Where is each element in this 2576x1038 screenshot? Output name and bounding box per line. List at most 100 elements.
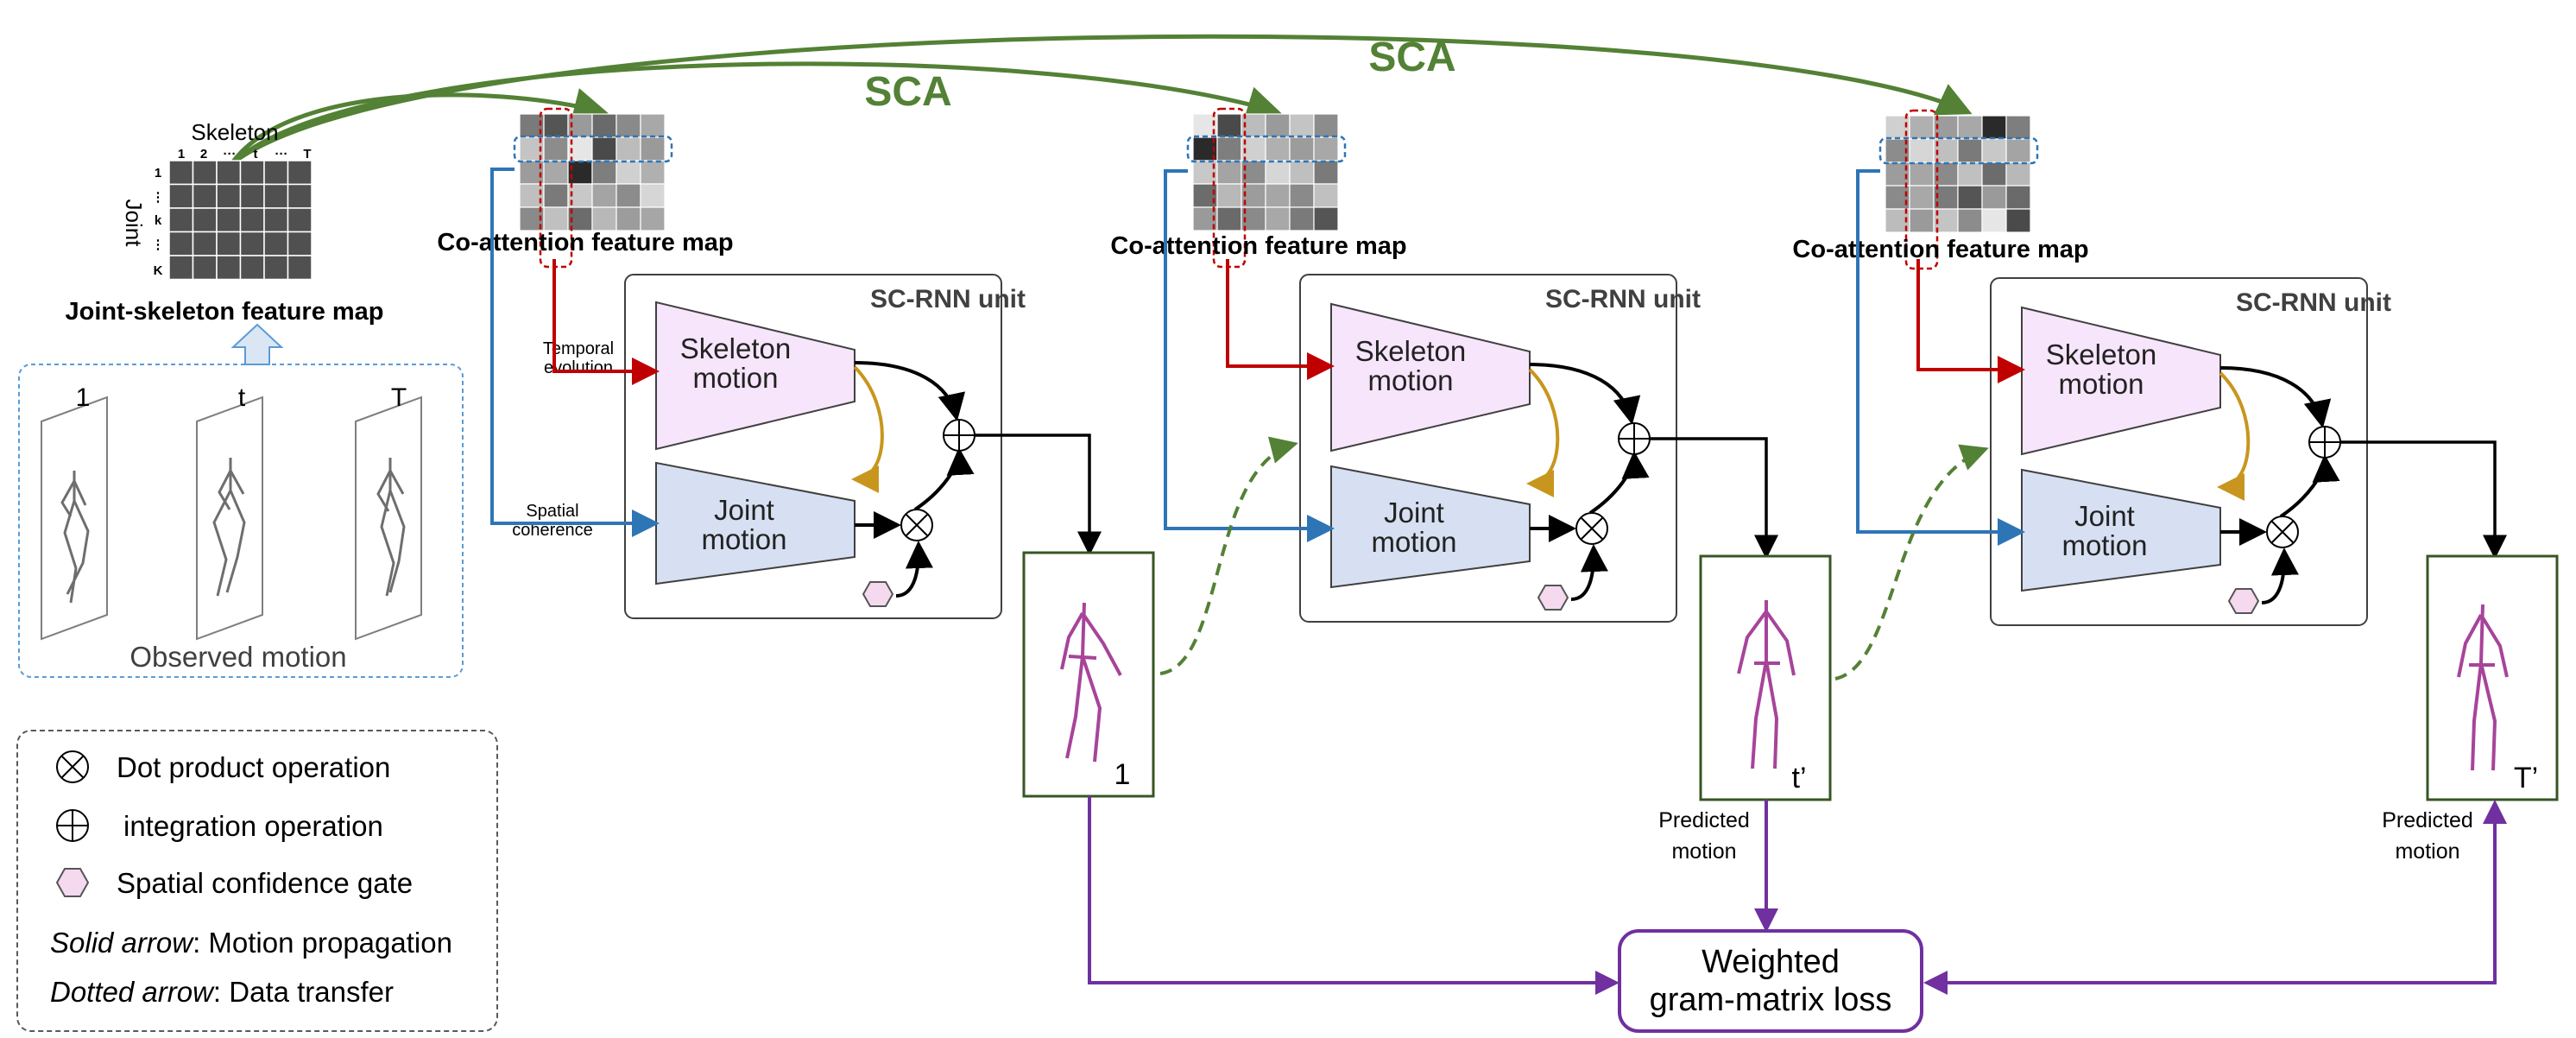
feature-cell [263, 231, 289, 256]
product-to-integration-arrow [2279, 454, 2340, 518]
coattention-cell [1216, 113, 1242, 138]
feature-cell [287, 255, 313, 281]
feature-cell [239, 160, 265, 186]
coattention-cell [543, 160, 569, 185]
skeleton-ticks: 1 2 ··· t ··· T [178, 147, 312, 161]
joint-skeleton-feature-map: Skeleton 1 2 ··· t ··· T Joint 1 ⋮ k ⋮ K… [65, 119, 383, 326]
coattention-cell [543, 113, 569, 138]
coattention-cell [1313, 113, 1339, 138]
feature-cell [168, 160, 194, 186]
skeleton-tick: 1 [178, 147, 185, 161]
sc-rnn-unit-title: SC-RNN unit [870, 285, 1026, 313]
feature-cell [239, 207, 265, 233]
feature-cell [192, 255, 218, 281]
feature-cell [239, 183, 265, 209]
feature-cell [192, 183, 218, 209]
coattention-cell [1241, 160, 1266, 185]
loss-arrow-to-loss-from-right [1923, 864, 2497, 995]
spatial-arrow-2 [1164, 169, 1335, 542]
coattention-cell [1265, 160, 1291, 185]
joint-tick: k [155, 213, 162, 228]
feature-cell [216, 231, 242, 256]
observed-frame-label-t: t [238, 383, 246, 412]
sc-rnn-unit-title: SC-RNN unit [2236, 288, 2391, 317]
coattention-cell [1957, 138, 1983, 163]
coattention-cell [1289, 136, 1315, 161]
joint-axis-label: Joint [121, 199, 147, 248]
feature-cell [287, 183, 313, 209]
feature-cell [168, 183, 194, 209]
coattention-cell [616, 113, 641, 138]
skeleton-motion-block [655, 301, 856, 451]
feature-cell [168, 207, 194, 233]
skeleton-motion-block [1330, 302, 1531, 453]
skeleton-tick: 2 [200, 147, 207, 161]
feature-cell [287, 231, 313, 256]
coattention-cell [640, 136, 666, 161]
coattention-cell [616, 160, 641, 185]
coattention-cell [591, 206, 617, 231]
coattention-cell [1885, 185, 1910, 210]
coattention-label-3: Co-attention feature map [1792, 236, 2088, 263]
feature-cell [216, 160, 242, 186]
dot-product-operator [1575, 512, 1608, 545]
feature-cell [239, 255, 265, 281]
coattention-cell [2005, 185, 2031, 210]
feature-cell [216, 255, 242, 281]
unit2-output-arrow [1650, 437, 1778, 560]
observed-motion-group: 1 t T Observed motion [18, 364, 464, 678]
coattention-cell [1981, 161, 2007, 187]
output-frame-t: t’ [1699, 554, 1832, 801]
coattention-cell [1957, 185, 1983, 210]
legend-integration-text: integration operation [123, 810, 383, 842]
gate-to-product-arrow [895, 541, 933, 598]
output-frame-1: 1 [1022, 551, 1155, 798]
observed-frame-label-1: 1 [76, 383, 91, 412]
integration-legend-icon [56, 809, 89, 842]
coattention-cell [591, 183, 617, 208]
row-highlight [513, 135, 673, 163]
coattention-cell [1265, 136, 1291, 161]
observed-frame-label-T: T [391, 383, 407, 412]
coattention-cell [640, 183, 666, 208]
sca-arcs [229, 34, 1973, 166]
spatial-arrow-3 [1856, 169, 2025, 546]
feedback-arrow [1526, 368, 1560, 497]
column-highlight [1904, 109, 1939, 270]
observed-frame-1 [41, 396, 108, 641]
coattention-label-2: Co-attention feature map [1110, 232, 1406, 260]
coattention-cell [1216, 136, 1242, 161]
spatial-confidence-gate [862, 581, 894, 607]
coattention-cell [1313, 183, 1339, 208]
output-label-1: 1 [1114, 758, 1131, 791]
joint-tick: K [154, 263, 163, 278]
coattention-cell [2005, 208, 2031, 233]
coattention-cell [640, 113, 666, 138]
feature-cell [192, 231, 218, 256]
coattention-map-2 [1186, 107, 1347, 269]
integration-operator [1618, 422, 1651, 455]
gate-to-product-arrow [2261, 547, 2299, 604]
integration-operator [943, 419, 975, 452]
data-transfer-arrow-1 [1159, 436, 1298, 675]
sca-label-1: SCA [864, 69, 951, 115]
feature-cell [168, 255, 194, 281]
coattention-cell [1957, 161, 1983, 187]
coattention-cell [1909, 138, 1935, 163]
row-highlight [1186, 135, 1347, 163]
coattention-cell [1289, 206, 1315, 231]
coattention-cell [1216, 206, 1242, 231]
gate-to-product-arrow [1570, 544, 1608, 601]
coattention-label-1: Co-attention feature map [437, 229, 733, 256]
legend-box [16, 730, 498, 1032]
skeleton-axis-label: Skeleton [191, 119, 278, 145]
spatial-arrow-1 [490, 168, 660, 537]
spatial-confidence-gate [2227, 588, 2260, 614]
joint-tick: ⋮ [152, 237, 165, 252]
coattention-cell [640, 206, 666, 231]
